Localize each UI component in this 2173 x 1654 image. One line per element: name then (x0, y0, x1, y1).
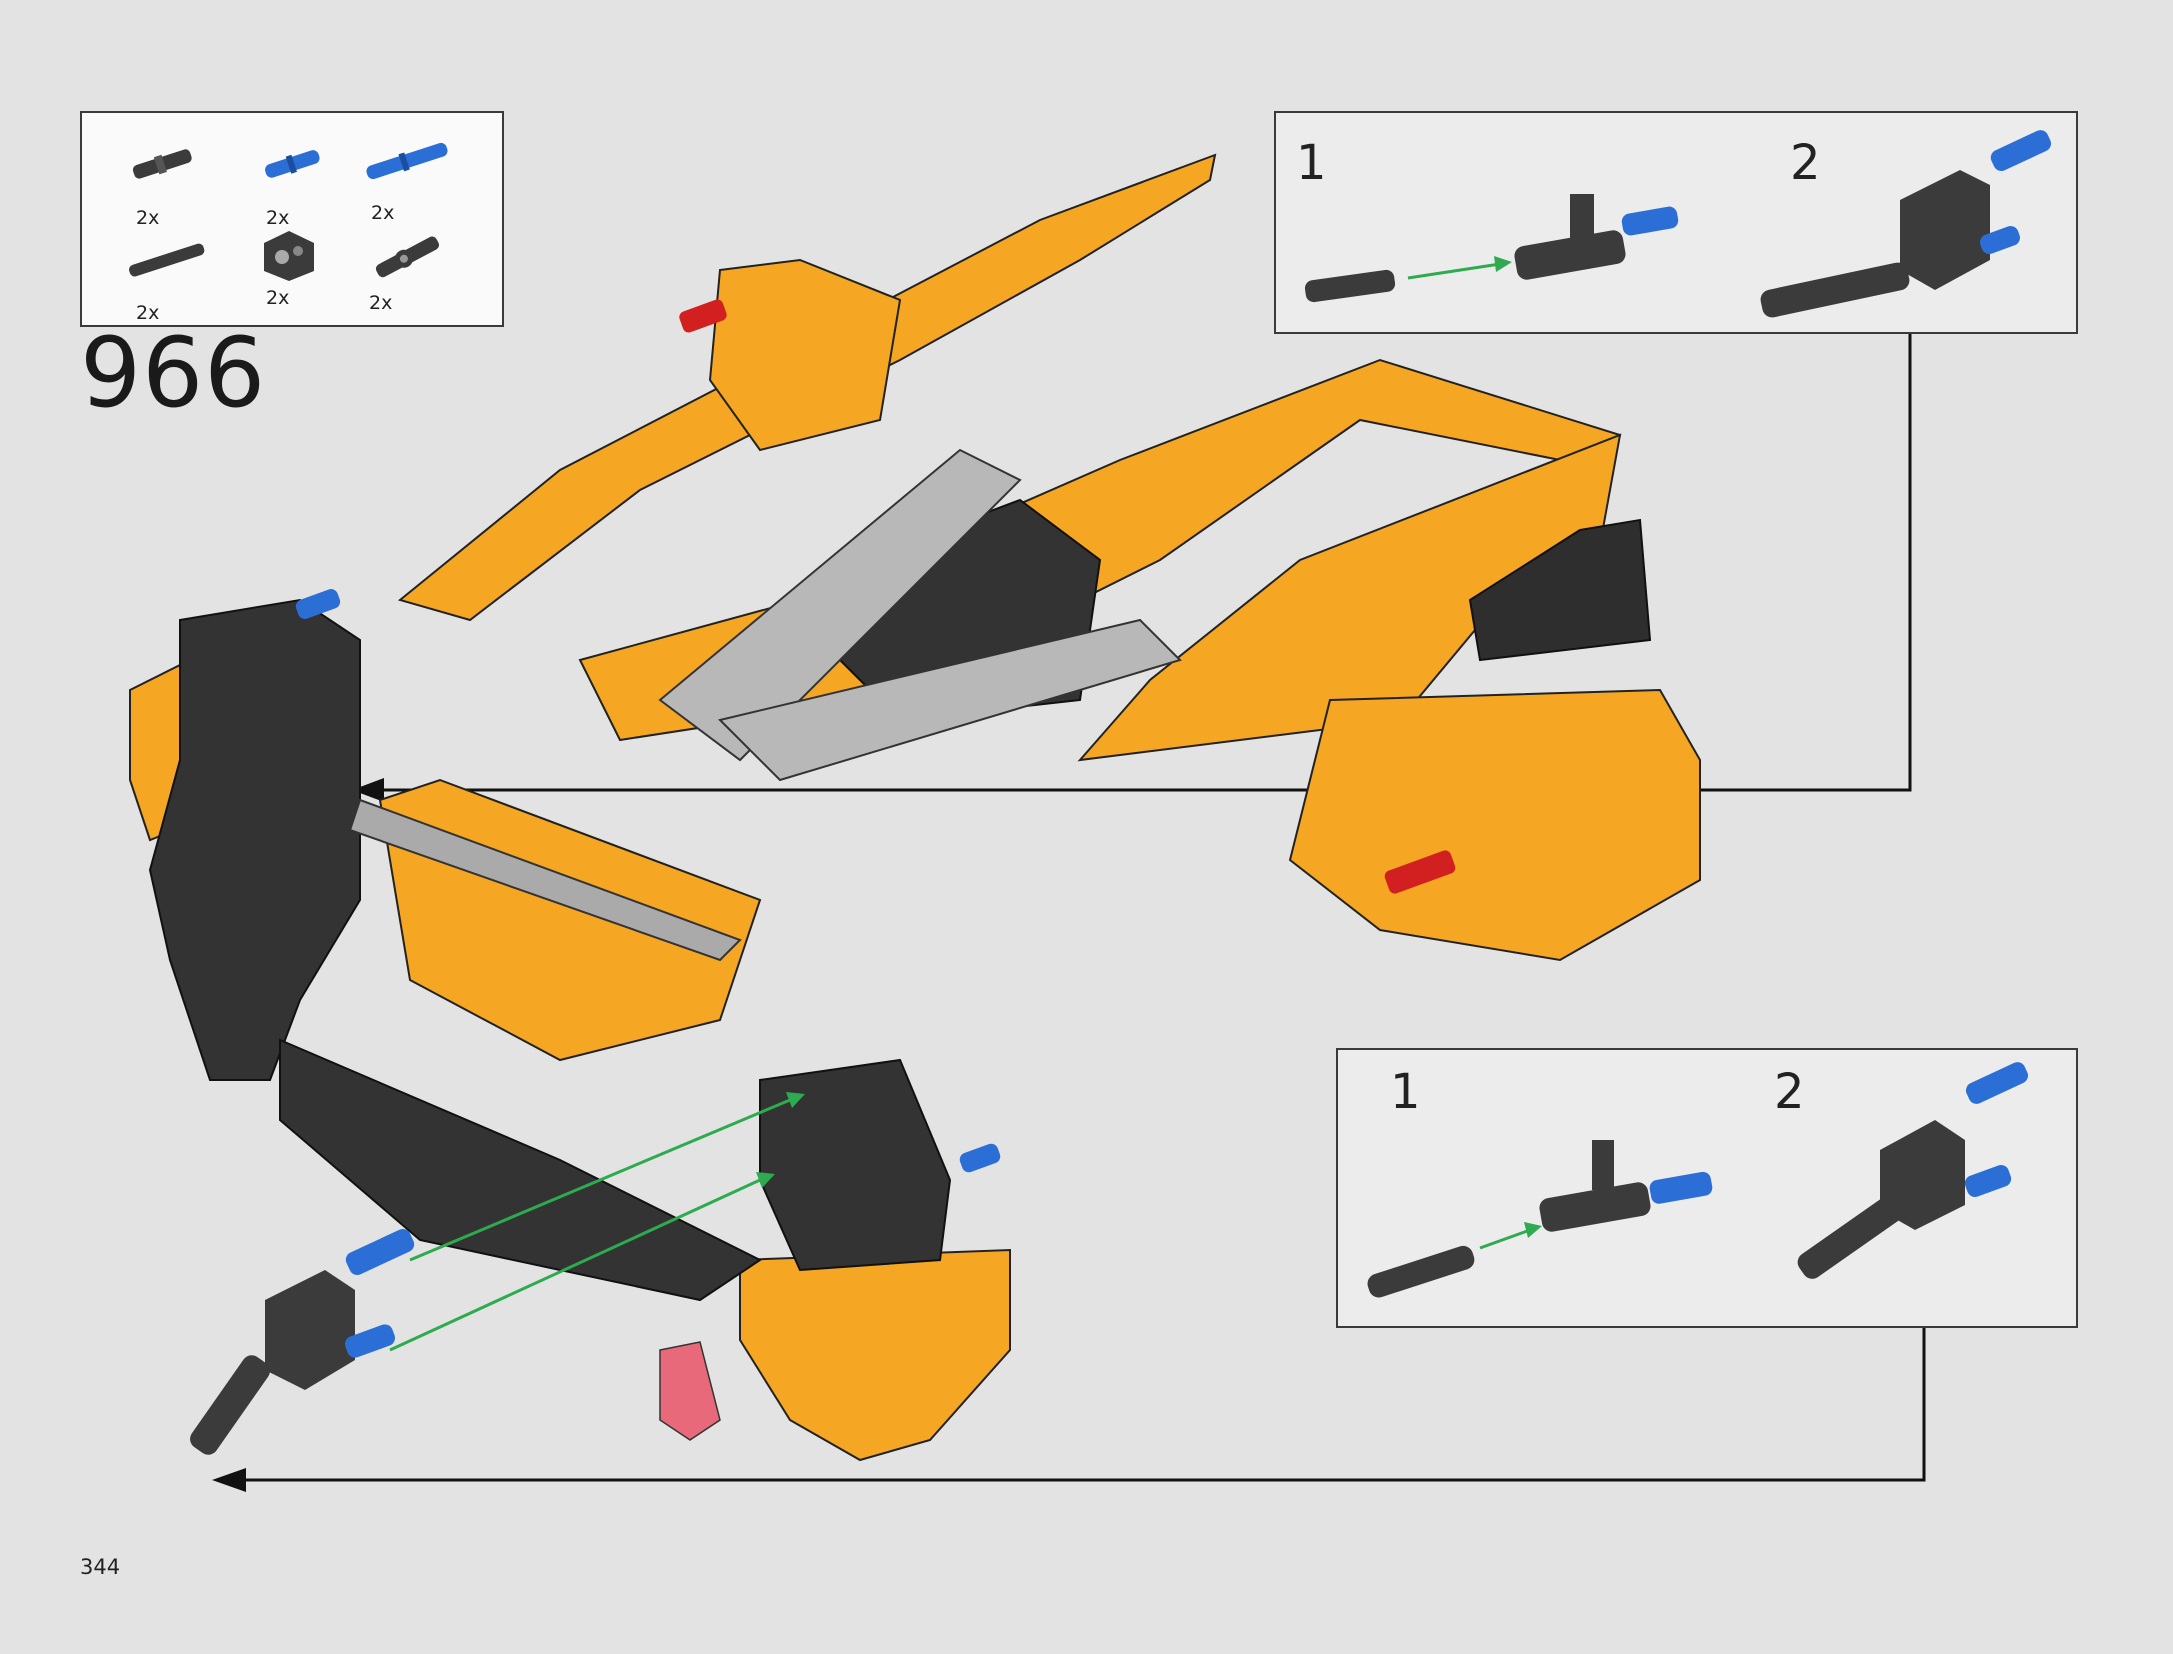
part-qty: 2x (371, 202, 395, 224)
short-dark-axle-pin-icon (132, 149, 192, 179)
sub-step-2-bottom-drawing (1797, 1062, 2029, 1279)
callout-line-bottom (230, 1328, 1926, 1482)
part-item: 2x (254, 223, 344, 309)
parts-list-box: 2x 2x 2x 2x 2x 2x (80, 111, 504, 327)
part-item: 2x (357, 138, 448, 224)
long-dark-axle-icon (129, 243, 205, 277)
part-item: 2x (367, 228, 457, 314)
step-number: 966 (80, 317, 267, 429)
black-connector-block-icon (264, 231, 314, 281)
black-angled-connector-icon (375, 236, 440, 278)
sub-step-label: 2 (1790, 135, 1821, 191)
part-qty: 2x (136, 302, 160, 324)
callout-line-top (370, 334, 1912, 792)
part-item: 2x (122, 238, 212, 324)
part-qty: 2x (136, 207, 160, 229)
loose-subassembly (190, 1228, 415, 1455)
part-item: 2x (122, 143, 212, 229)
page-number: 344 (80, 1555, 121, 1579)
sub-step-label: 1 (1296, 135, 1327, 191)
short-blue-pin-icon (265, 150, 320, 178)
sub-step-label: 1 (1390, 1064, 1421, 1120)
sub-step-1-bottom-drawing (1367, 1140, 1713, 1298)
sub-step-1-top-drawing (1304, 194, 1679, 303)
part-qty: 2x (266, 287, 290, 309)
sub-step-label: 2 (1774, 1064, 1805, 1120)
sub-step-2-top-drawing (1760, 130, 2052, 318)
long-blue-pin-icon (366, 142, 448, 180)
part-item: 2x (252, 143, 342, 229)
part-qty: 2x (266, 207, 290, 229)
part-qty: 2x (369, 292, 393, 314)
